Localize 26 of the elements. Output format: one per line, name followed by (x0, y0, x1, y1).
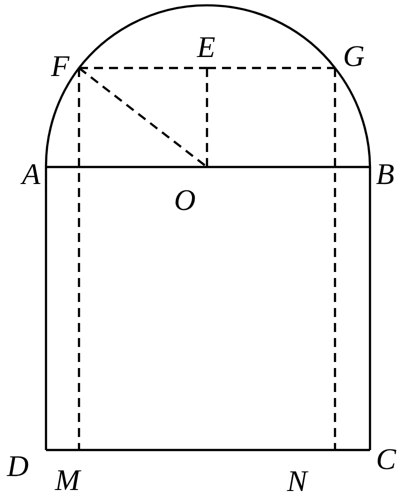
arc (44, 67, 80, 168)
dashed-line (79, 66, 207, 70)
point-label: F (51, 52, 70, 82)
dashed-line (207, 66, 335, 70)
point-label: B (376, 160, 394, 190)
point-label: C (376, 445, 396, 475)
point-label: E (197, 33, 216, 63)
dashed-line (78, 68, 80, 450)
line-segment (44, 167, 48, 450)
arc (78, 4, 336, 69)
dashed-line (334, 68, 336, 450)
point-label: A (22, 160, 40, 190)
line-segment (79, 448, 335, 452)
line-segment (368, 167, 372, 450)
point-label: M (55, 466, 80, 496)
dashed-line (206, 68, 208, 167)
arc (334, 67, 372, 168)
point-label: D (7, 452, 29, 482)
line-segment (46, 166, 207, 168)
point-label: N (287, 467, 308, 497)
line-segment (46, 448, 79, 452)
line-segment (335, 448, 370, 452)
dashed-line (78, 67, 208, 168)
point-label: O (174, 186, 196, 216)
line-segment (207, 166, 370, 168)
point-label: G (343, 42, 365, 72)
